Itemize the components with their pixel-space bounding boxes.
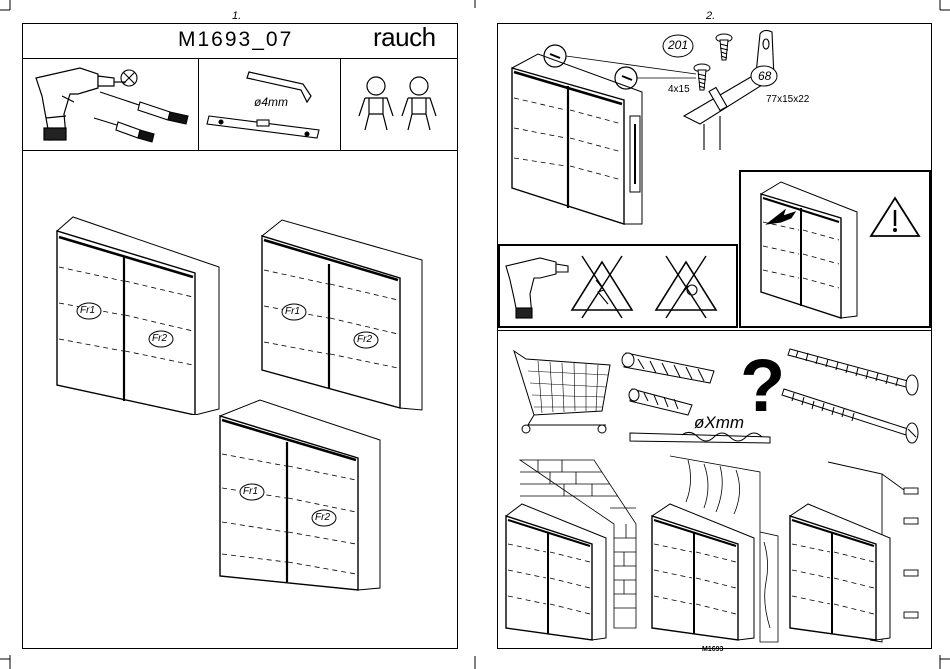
no-water-pipe-icon [656,256,716,318]
wall-types-panel [498,452,931,648]
door-label-fr2: Fr2 [152,333,167,344]
door-label-fr1-2: Fr1 [285,306,300,317]
drill-small-icon [506,258,568,318]
long-screw-icon [782,389,918,443]
spirit-level-icon [207,116,319,138]
no-power-cable-icon [572,256,632,318]
wall-plug-icon [622,353,714,415]
drill-icon [36,68,126,140]
page-number-left: 1. [232,10,241,22]
two-persons-panel [341,58,458,150]
drill-size-label: øXmm [694,413,744,433]
screw-201-icon [694,34,732,90]
screwdriver-phillips-icon [100,92,188,124]
shopping-cart-icon [514,351,610,433]
tip-warning-panel [741,172,929,326]
fixings-panel: ? [498,331,931,461]
screwdriver-flat-icon [94,118,154,142]
page-number-right: 2. [706,10,715,22]
person-icon [402,77,436,130]
part-68-dims: 77x15x22 [766,94,809,105]
brand-logo: rauch [373,22,436,53]
footer-code: M1693 [702,646,723,653]
question-mark-icon: ? [740,344,785,427]
part-201-dims: 4x15 [668,84,690,95]
person-icon [359,77,393,130]
long-screw-icon [788,349,918,395]
phillips-icon [121,70,137,86]
svg-text:?: ? [740,344,785,427]
door-label-fr2-3: Fr2 [315,512,330,523]
part-68-number: 68 [758,69,771,83]
tools-panel [22,58,198,150]
angle-bracket-icon [684,30,774,150]
warning-triangle-icon [871,198,919,236]
no-drill-warnings [500,246,736,326]
hex-key-size: ø4mm [254,95,288,109]
door-label-fr1-3: Fr1 [243,486,258,497]
door-label-fr2-2: Fr2 [357,334,372,345]
drill-bit-icon [630,432,770,443]
part-201-number: 201 [668,38,688,52]
model-code: M1693_07 [178,28,293,52]
door-label-fr1: Fr1 [80,305,95,316]
